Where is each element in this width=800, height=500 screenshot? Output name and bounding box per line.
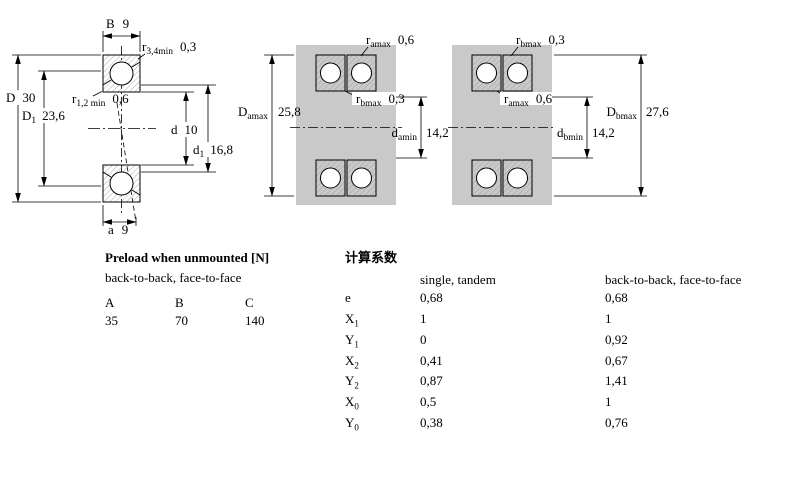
label-Dbmax: Dbmax xyxy=(607,104,638,122)
preload-grid: A B C 35 70 140 xyxy=(105,295,315,328)
label-bg xyxy=(189,142,237,157)
label-bg xyxy=(500,92,554,105)
bearing-ball xyxy=(351,167,372,189)
paired-arrangement-A xyxy=(290,45,402,205)
preload-col-header-A: A xyxy=(105,295,115,310)
preload-value-A: 35 xyxy=(105,313,118,328)
dim-D1 xyxy=(38,70,101,187)
factor-value-single: 0,41 xyxy=(420,352,443,368)
factor-value-single: 0,87 xyxy=(420,373,443,389)
value-dbmin: 14,2 xyxy=(592,125,615,140)
preload-col-header-B: B xyxy=(175,295,184,310)
housing-shaft-block-A xyxy=(296,45,396,205)
preload-table: Preload when unmounted [N] back-to-back,… xyxy=(105,250,315,328)
paired-arrangement-B xyxy=(448,45,556,205)
value-damin: 14,2 xyxy=(426,125,449,140)
dim-B xyxy=(102,31,141,52)
factor-value-single: 0 xyxy=(420,331,427,347)
factor-value-paired: 1,41 xyxy=(605,373,628,389)
preload-col-header-C: C xyxy=(245,295,254,310)
label-Damax: Damax xyxy=(238,104,268,122)
dim-a xyxy=(102,205,137,226)
factors-corner-cell xyxy=(345,272,420,287)
dim-damin xyxy=(396,96,427,159)
factor-value-single: 1 xyxy=(420,311,427,326)
preload-value-B: 70 xyxy=(175,313,188,328)
dim-dbmin xyxy=(552,96,593,159)
label-bg xyxy=(3,90,37,105)
dim-D xyxy=(12,54,101,203)
factor-symbol: X0 xyxy=(345,394,359,412)
dim-rbmax-B-leader xyxy=(510,46,519,57)
contact-angle-line xyxy=(116,102,137,223)
factor-value-paired: 0,92 xyxy=(605,331,628,347)
bearing-ball xyxy=(476,62,497,84)
factor-symbol: e xyxy=(345,290,351,306)
label-bg xyxy=(168,122,201,137)
factor-symbol: Y1 xyxy=(345,331,359,350)
factors-grid: single, tandem back-to-back, face-to-fac… xyxy=(345,272,800,436)
dim-Dbmax xyxy=(554,54,647,197)
preload-subtitle: back-to-back, face-to-face xyxy=(105,270,242,285)
value-Dbmax: 27,6 xyxy=(646,104,669,119)
bearing-ball xyxy=(476,167,497,189)
factors-title: 计算系数 xyxy=(345,250,398,265)
dim-Damax xyxy=(264,54,294,197)
factor-value-single: 0,5 xyxy=(420,394,437,410)
dim-r12-leader xyxy=(92,91,103,97)
factor-value-paired: 0,67 xyxy=(605,352,628,368)
bearing-ball xyxy=(320,167,341,189)
factor-symbol: Y2 xyxy=(345,373,359,391)
preload-title: Preload when unmounted [N] xyxy=(105,250,270,265)
factor-value-paired: 1 xyxy=(605,394,612,410)
dim-d1 xyxy=(141,84,216,173)
bearing-ball-bottom xyxy=(109,171,134,196)
factor-value-paired: 0,68 xyxy=(605,290,628,306)
label-dbmin: dbmin xyxy=(557,125,583,143)
bearing-ball xyxy=(507,167,528,189)
label-bg xyxy=(352,92,406,105)
housing-shaft-block-B xyxy=(452,45,552,205)
factor-symbol: X1 xyxy=(345,311,359,329)
value-Damax: 25,8 xyxy=(278,104,301,119)
single-bearing-section xyxy=(88,46,156,223)
dim-ramax-A-leader xyxy=(360,46,369,57)
factor-symbol: X2 xyxy=(345,352,359,371)
dim-r34-leader xyxy=(137,53,146,60)
bearing-ball-top xyxy=(109,61,134,86)
factor-value-single: 0,68 xyxy=(420,290,443,306)
label-bg xyxy=(19,108,71,123)
factor-value-paired: 0,76 xyxy=(605,414,628,430)
factors-col-header-single: single, tandem xyxy=(420,272,496,287)
preload-value-C: 140 xyxy=(245,313,265,328)
label-damin: damin xyxy=(392,125,418,143)
factors-col-header-paired: back-to-back, face-to-face xyxy=(605,272,742,287)
dim-rbmax-A-leader xyxy=(344,90,354,96)
factor-value-single: 0,38 xyxy=(420,414,443,430)
bearing-ball xyxy=(320,62,341,84)
bearing-ball xyxy=(507,62,528,84)
bearing-ball xyxy=(351,62,372,84)
factors-table: 计算系数 single, tandem back-to-back, face-t… xyxy=(345,250,800,436)
factor-symbol: Y0 xyxy=(345,414,359,433)
factor-value-paired: 1 xyxy=(605,311,612,326)
